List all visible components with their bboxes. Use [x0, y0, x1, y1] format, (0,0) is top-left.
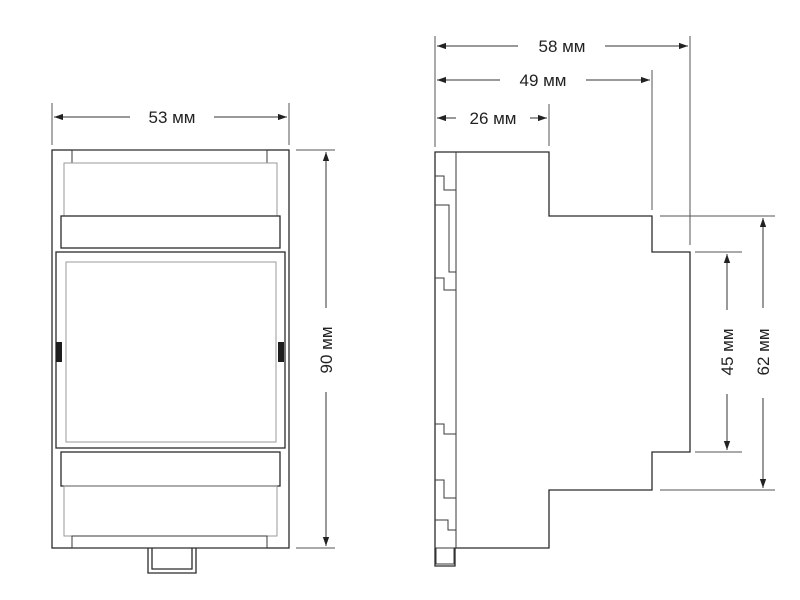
dimension-label-62: 62 мм: [754, 328, 773, 375]
front-left-latch: [56, 342, 62, 362]
front-top-band: [60, 215, 281, 249]
dimension-label-58: 58 мм: [538, 37, 585, 56]
dimension-side-height-62: 62 мм: [660, 215, 775, 491]
side-body-outline: [434, 151, 691, 567]
side-bottom-latch: [435, 547, 455, 565]
dimension-side-height-45: 45 мм: [695, 251, 742, 453]
dimension-front-height: 90 мм: [296, 149, 336, 549]
side-bottom-slot: [435, 519, 456, 531]
front-right-latch: [278, 342, 284, 362]
dimension-front-width: 53 мм: [51, 103, 290, 145]
side-hook-tip: [435, 277, 456, 291]
front-central-panel: [55, 251, 286, 449]
front-din-clip: [147, 548, 197, 574]
front-top-cap: [71, 149, 268, 164]
front-bottom-band: [60, 451, 281, 487]
side-top-notch: [435, 175, 456, 191]
front-din-clip-inner: [151, 548, 193, 570]
side-lower-step: [435, 479, 456, 499]
dimension-side-depth-49: 49 мм: [437, 70, 653, 210]
front-window: [65, 261, 277, 443]
side-upper-hook: [435, 204, 456, 273]
dimension-side-depth-26: 26 мм: [437, 104, 550, 146]
front-top-inner-panel: [63, 162, 278, 217]
side-lower-hook: [435, 423, 456, 435]
dimension-label-90: 90 мм: [317, 326, 336, 373]
front-view: [51, 149, 290, 574]
front-bottom-cap: [71, 535, 268, 549]
front-body-outline: [51, 149, 290, 549]
dimension-side-depth-58: 58 мм: [434, 36, 691, 245]
dimension-label-53: 53 мм: [148, 108, 195, 127]
dimension-label-26: 26 мм: [469, 109, 516, 128]
dimension-label-49: 49 мм: [519, 71, 566, 90]
front-bottom-inner-panel: [63, 485, 278, 537]
side-view: [434, 151, 691, 567]
dimension-label-45: 45 мм: [718, 328, 737, 375]
